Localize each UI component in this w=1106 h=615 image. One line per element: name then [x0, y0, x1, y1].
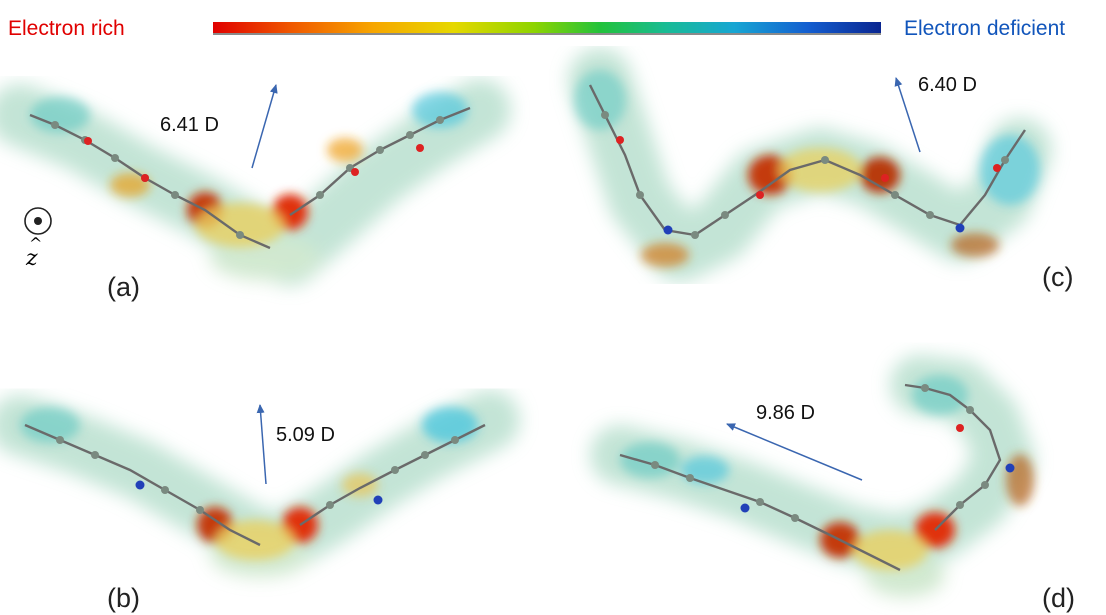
dipole-arrow-d	[726, 423, 863, 481]
dipole-arrow-c	[894, 77, 921, 153]
molecule-b	[0, 390, 520, 577]
panel-label-b: (b)	[107, 583, 140, 613]
panel-label-d: (d)	[1042, 583, 1075, 613]
molecule-c	[568, 48, 1052, 282]
dipole-label-d: 9.86 D	[756, 402, 815, 424]
panel-label-a: (a)	[107, 272, 140, 302]
molecule-a	[0, 79, 511, 286]
electron-deficient-label: Electron deficient	[904, 17, 1066, 40]
electrostatic-potential-colorbar	[213, 22, 881, 35]
panel-label-c: (c)	[1042, 262, 1074, 292]
dipole-arrow-b	[256, 404, 267, 485]
z-axis-label: ^ z	[26, 234, 43, 271]
electron-rich-label: Electron rich	[8, 17, 125, 40]
molecule-d	[590, 355, 1035, 597]
dipole-label-c: 6.40 D	[918, 74, 977, 96]
dipole-label-a: 6.41 D	[160, 114, 219, 136]
dipole-label-b: 5.09 D	[276, 424, 335, 446]
out-of-plane-axis-icon	[22, 205, 56, 244]
dipole-arrow-a	[251, 84, 278, 169]
